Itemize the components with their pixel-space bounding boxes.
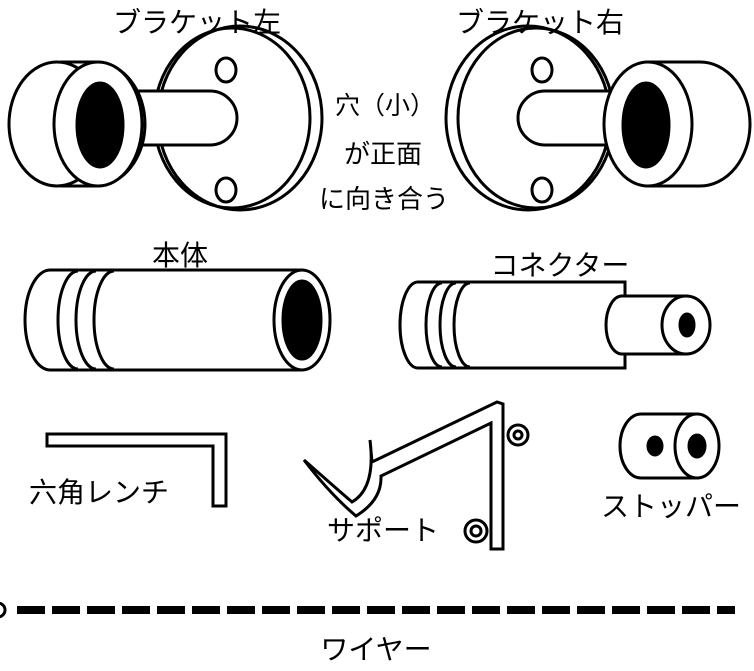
hex-wrench — [45, 432, 228, 508]
connector — [398, 280, 712, 370]
label-note-line2: が正面 — [344, 140, 422, 170]
label-support: サポート — [327, 514, 439, 547]
stopper — [618, 412, 721, 480]
bracket-left — [7, 24, 324, 212]
label-note-line3: に向き合う — [319, 185, 449, 215]
label-connector: コネクター — [491, 249, 630, 282]
support-arm — [302, 400, 530, 551]
label-bracket-right: ブラケット右 — [456, 6, 624, 39]
label-bracket-left: ブラケット左 — [113, 6, 281, 39]
label-body: 本体 — [152, 239, 208, 272]
wire — [0, 601, 735, 619]
label-hex-wrench: 六角レンチ — [29, 476, 169, 509]
label-wire: ワイヤー — [320, 633, 431, 666]
label-stopper: ストッパー — [601, 490, 741, 523]
bracket-right — [444, 24, 752, 212]
body-pipe — [23, 268, 332, 372]
label-note-line1: 穴（小） — [335, 91, 435, 120]
